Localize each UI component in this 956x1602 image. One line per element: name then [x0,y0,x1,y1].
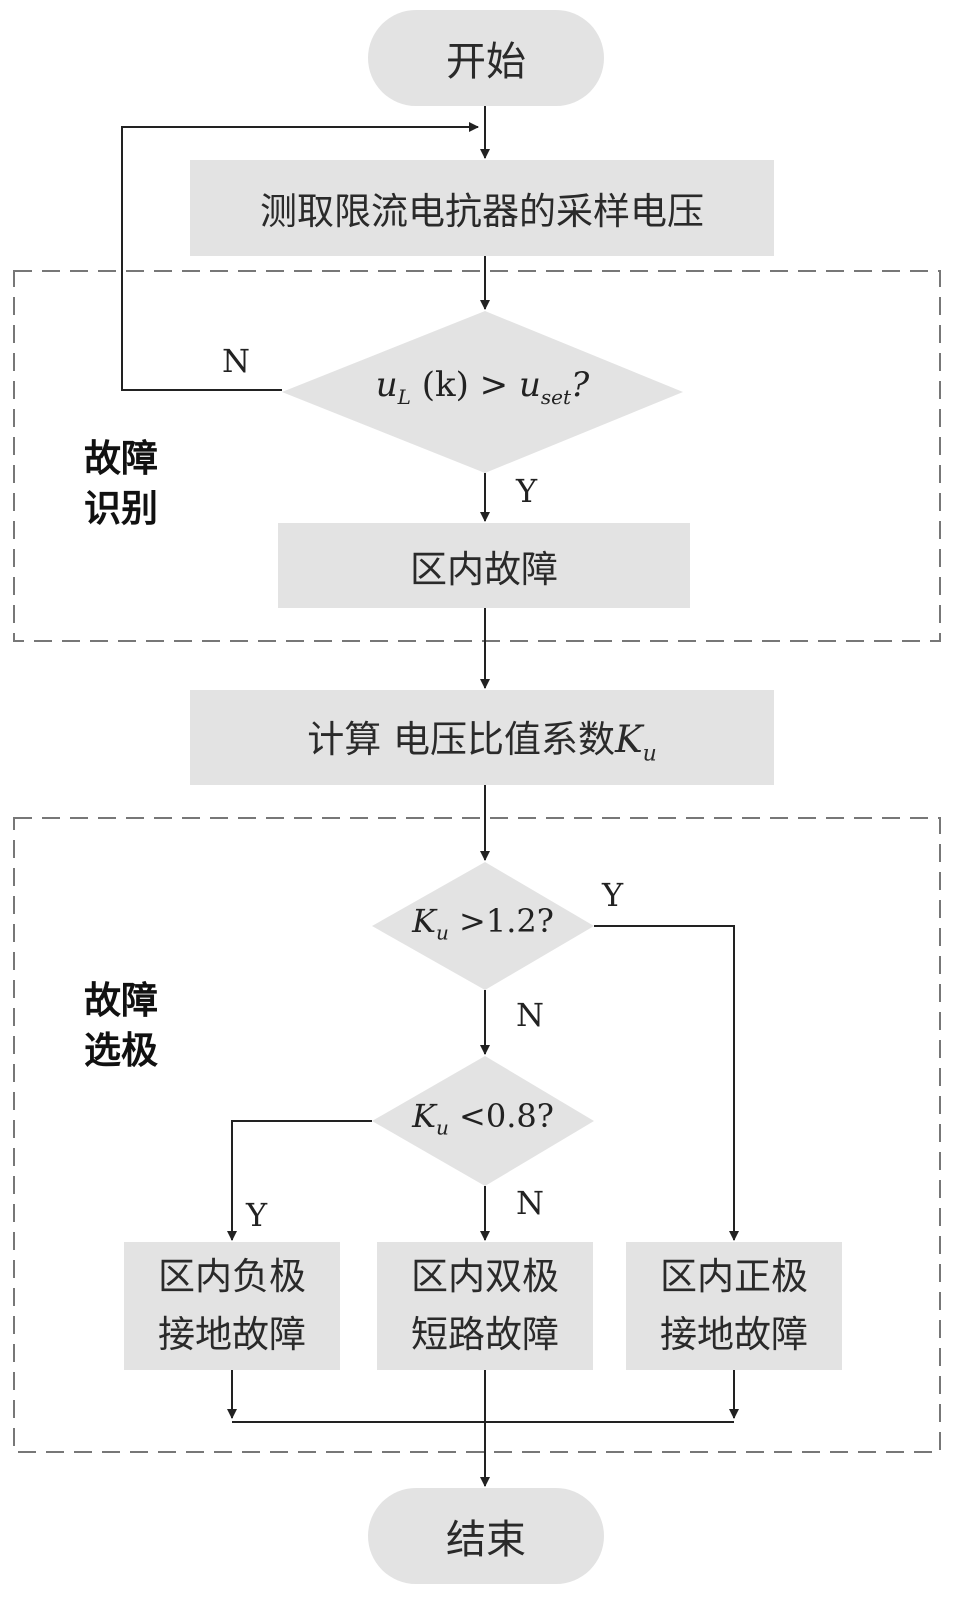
bipolar-short-fault-box: 区内双极 短路故障 [377,1242,593,1370]
internal-fault-box: 区内故障 [278,523,690,608]
edge-decision3-negative [227,1120,372,1241]
edge-decision2-positive [594,925,739,1241]
negative-ground-fault-box: 区内负极 接地故障 [124,1242,340,1370]
start-label: 开始 [446,39,526,85]
positive-ground-fault-box: 区内正极 接地故障 [626,1242,842,1370]
fault-selection-frame [13,817,941,1453]
decision2-text: Ku >1.2? [412,902,554,945]
negative-ground-fault-label: 区内负极 接地故障 [158,1255,306,1356]
edge-loop-back-n [121,122,479,391]
end-node: 结束 [368,1488,604,1584]
branch-label-n3: N [516,1184,544,1222]
branch-label-n1: N [222,342,250,380]
calc-ratio-box: 计算 电压比值系数Ku [190,690,774,785]
fault-identification-label: 故障 识别 [84,437,158,530]
decision-ku-less [372,1056,594,1186]
measure-voltage-label: 测取限流电抗器的采样电压 [260,190,704,233]
fault-selection-label: 故障 选极 [84,979,158,1072]
decision3-text: Ku <0.8? [412,1097,554,1140]
branch-label-y2: Y [602,876,624,914]
start-node: 开始 [368,10,604,106]
end-label: 结束 [446,1517,526,1563]
bipolar-short-fault-label: 区内双极 短路故障 [411,1255,559,1356]
branch-label-n2: N [516,996,544,1034]
measure-voltage-box: 测取限流电抗器的采样电压 [190,160,774,256]
branch-label-y3: Y [246,1196,268,1234]
calc-ratio-label: 计算 电压比值系数Ku [307,717,657,767]
decision-voltage-threshold [282,311,683,473]
fault-identification-frame [13,270,941,642]
branch-label-y1: Y [516,472,538,510]
internal-fault-label: 区内故障 [410,547,558,591]
decision1-text: uL (k) > uset? [375,365,590,409]
decision-ku-greater [372,862,594,990]
positive-ground-fault-label: 区内正极 接地故障 [660,1255,808,1356]
